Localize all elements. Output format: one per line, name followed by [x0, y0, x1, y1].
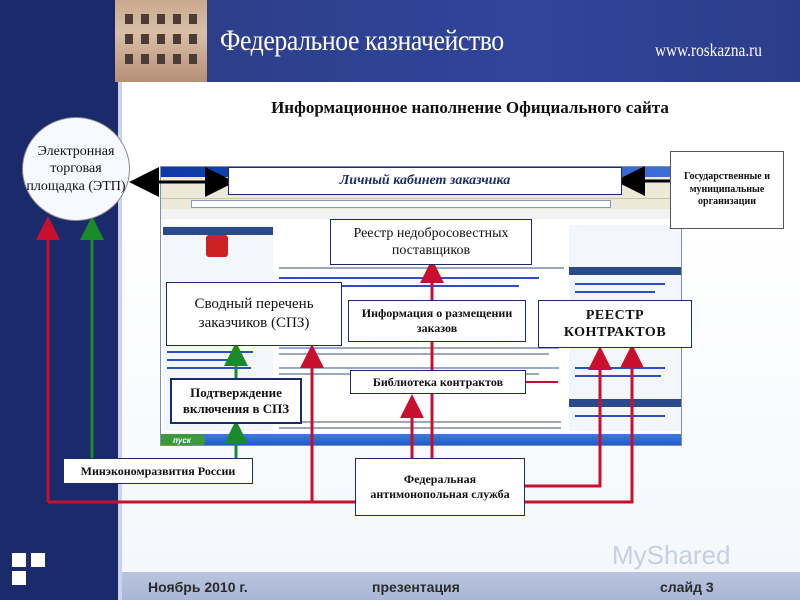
personal-cabinet-node: Личный кабинет заказчика: [228, 167, 622, 195]
confirmation-node: Подтверждение включения в СПЗ: [170, 378, 302, 424]
minek-node: Минэкономразвития России: [63, 458, 253, 484]
order-info-node: Информация о размещении заказов: [348, 300, 526, 342]
red-arrow-to-fas: [525, 490, 632, 502]
footer-date: Ноябрь 2010 г.: [148, 579, 248, 595]
contracts-registry-node: РЕЕСТР КОНТРАКТОВ: [538, 300, 692, 348]
red-arrow-fas-right: [525, 352, 600, 486]
consolidated-list-node: Сводный перечень заказчиков (СПЗ): [166, 282, 342, 346]
fas-node: Федеральная антимонопольная служба: [355, 458, 525, 516]
footer-slide-number: слайд 3: [660, 579, 714, 595]
contracts-library-node: Библиотека контрактов: [350, 370, 526, 394]
watermark: MyShared: [612, 540, 731, 571]
etp-node: Электронная торговая площадка (ЭТП): [22, 117, 130, 221]
unfair-suppliers-node: Реестр недобросовестных поставщиков: [330, 219, 532, 265]
footer-type: презентация: [372, 579, 460, 595]
gov-orgs-node: Государственные и муниципальные организа…: [670, 151, 784, 229]
